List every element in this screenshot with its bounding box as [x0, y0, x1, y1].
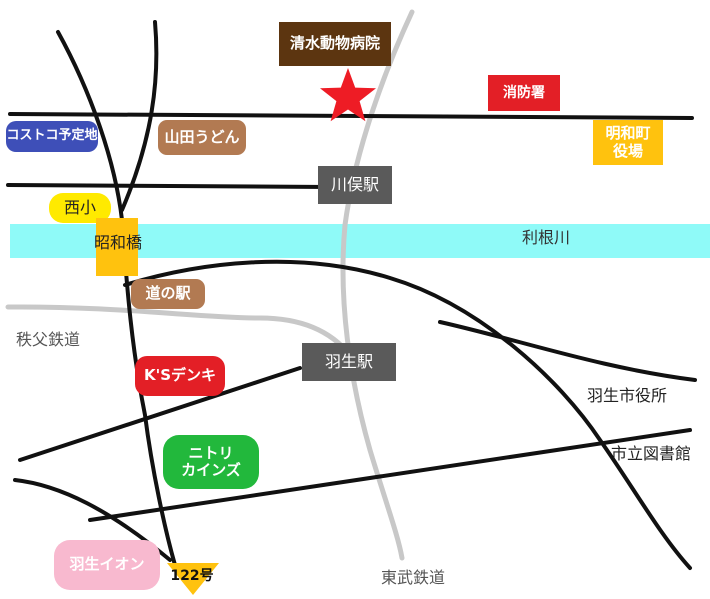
road-north — [8, 112, 694, 120]
kawamata-station-label: 川俣駅 — [318, 166, 392, 204]
yellow-triangle-icon — [167, 563, 219, 595]
route-122-label: 122号 — [170, 567, 214, 584]
road-south-arc — [123, 259, 692, 570]
hanyu-station-label: 羽生駅 — [302, 343, 396, 381]
red-star-icon — [320, 68, 376, 122]
costco-label: コストコ予定地 — [6, 121, 98, 152]
town-office-line1: 明和町 — [605, 124, 651, 143]
showa-bridge-box — [96, 218, 138, 276]
showa-bridge-label: 昭和橋 — [93, 232, 142, 252]
river-label: 利根川 — [521, 227, 570, 247]
road-east-lower — [438, 320, 697, 382]
road-west-main — [56, 30, 177, 567]
hospital-label: 清水動物病院 — [279, 22, 391, 66]
chichibu-railway-label: 秩父鉄道 — [15, 329, 80, 349]
road-hanyu-station — [18, 366, 302, 462]
fire-station-label: 消防署 — [488, 75, 560, 111]
road-kawamata — [6, 183, 332, 189]
road-library — [88, 428, 692, 522]
michi-no-eki-label: 道の駅 — [131, 279, 205, 309]
town-office-label: 明和町 役場 — [593, 120, 663, 165]
nitori-cainz-label: ニトリ カインズ — [163, 435, 259, 489]
tobu-railway-label: 東武鉄道 — [380, 567, 445, 587]
nitori-line1: ニトリ — [188, 443, 234, 462]
hanyu-aeon-label: 羽生イオン — [54, 540, 160, 590]
town-office-line2: 役場 — [612, 141, 643, 160]
library-label: 市立図書館 — [610, 443, 691, 463]
nitori-line2: カインズ — [181, 461, 241, 479]
road-yamada-branch — [120, 20, 159, 212]
tobu-railway — [340, 9, 415, 561]
yamada-udon-label: 山田うどん — [158, 120, 246, 155]
ks-denki-label: K'Sデンキ — [135, 356, 225, 396]
chichibu-railway — [5, 304, 353, 358]
city-hall-label: 羽生市役所 — [586, 385, 667, 405]
